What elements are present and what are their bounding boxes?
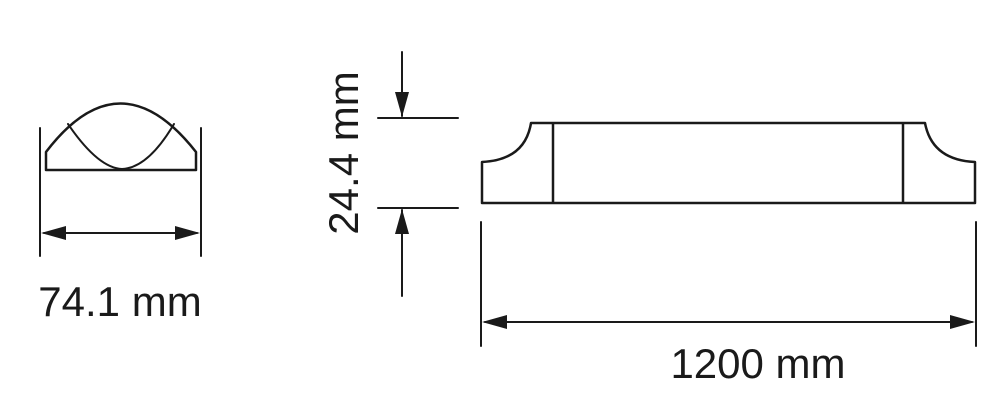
- height-arrow-top: [395, 92, 409, 117]
- end-view: 74.1 mm: [38, 102, 202, 325]
- height-dimension-label: 24.4 mm: [320, 71, 367, 234]
- side-view-outline: [480, 121, 977, 205]
- end-view-outline: [44, 102, 198, 172]
- width-arrow-left: [41, 226, 66, 240]
- height-arrow-bottom: [395, 209, 409, 234]
- width-arrow-right: [175, 226, 200, 240]
- side-view: 1200 mm: [480, 121, 977, 387]
- width-dimension-label: 74.1 mm: [38, 278, 201, 325]
- end-view-reflector-left: [67, 123, 123, 170]
- length-arrow-right: [950, 315, 975, 329]
- height-dimension: 24.4 mm: [320, 51, 459, 297]
- end-view-reflector-right: [121, 123, 175, 170]
- length-dimension-label: 1200 mm: [670, 340, 845, 387]
- length-arrow-left: [482, 315, 507, 329]
